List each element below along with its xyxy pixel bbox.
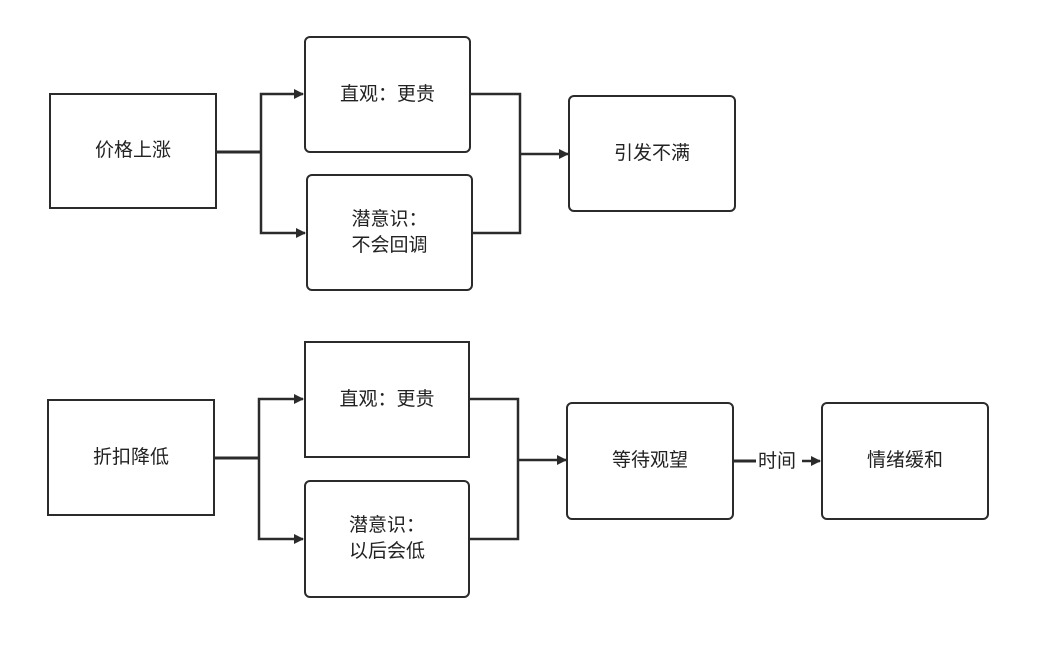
node-bottom-subconscious-label: 潜意识： 以后会低	[348, 514, 425, 562]
node-top-intuition: 直观：更贵	[304, 36, 471, 153]
node-discount-drop: 折扣降低	[47, 399, 215, 516]
connector-top-source-to-subconscious	[259, 152, 306, 238]
node-wait-and-see-label: 等待观望	[611, 449, 688, 472]
node-wait-and-see: 等待观望	[566, 402, 734, 520]
node-emotion-eased-label: 情绪缓和	[866, 449, 943, 472]
connector-bottom-source-to-subconscious	[257, 458, 304, 544]
node-dissatisfaction: 引发不满	[568, 95, 736, 212]
node-bottom-intuition: 直观：更贵	[304, 341, 470, 458]
connector-bottom-intuition-out	[470, 397, 520, 541]
node-bottom-subconscious: 潜意识： 以后会低	[304, 480, 470, 598]
node-dissatisfaction-label: 引发不满	[613, 141, 690, 164]
node-top-subconscious: 潜意识： 不会回调	[306, 174, 473, 291]
node-discount-drop-label: 折扣降低	[92, 445, 169, 468]
connector-top-intuition-out	[471, 92, 522, 235]
node-top-subconscious-label: 潜意识： 不会回调	[351, 207, 428, 256]
connector-top-source-to-intuition	[259, 89, 304, 152]
node-top-intuition-label: 直观：更贵	[339, 82, 435, 105]
node-price-rise-label: 价格上涨	[94, 139, 171, 162]
node-price-rise: 价格上涨	[49, 93, 217, 209]
node-bottom-intuition-label: 直观：更贵	[339, 387, 435, 410]
edge-label-time: 时间	[757, 450, 798, 472]
connector-bottom-source-to-intuition	[257, 394, 304, 458]
node-emotion-eased: 情绪缓和	[821, 402, 989, 520]
